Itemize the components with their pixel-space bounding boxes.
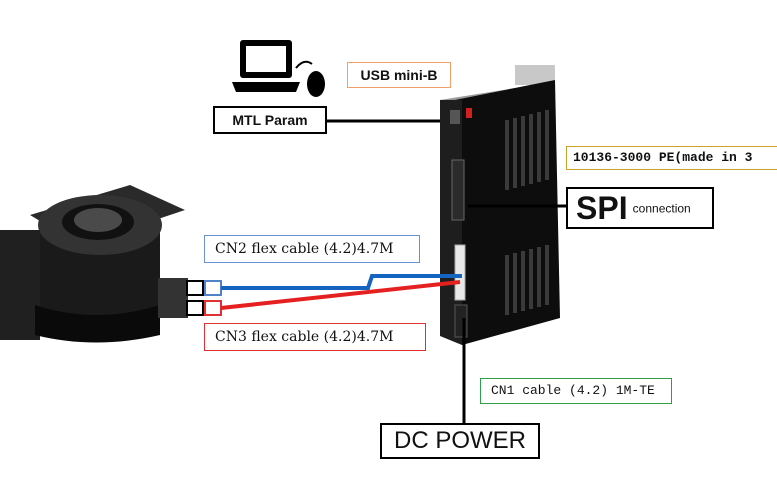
spi-label: SPI [576, 190, 628, 226]
cn3-wire [220, 280, 461, 310]
cn3-cable-label: CN3 flex cable (4.2)4.7M [204, 323, 426, 351]
pe-connector-label: 10136-3000 PE(made in 3 [566, 146, 777, 170]
dc-power-box: DC POWER [380, 423, 540, 459]
cn3-connector-black [186, 300, 204, 316]
cn1-cable-label: CN1 cable (4.2) 1M-TE [480, 378, 672, 404]
mtl-param-box: MTL Param [213, 106, 327, 134]
rotary-stage-motor [0, 185, 188, 343]
cn2-wire [221, 274, 462, 290]
cn2-connector-blue [204, 280, 222, 296]
cn3-connector-red [204, 300, 222, 316]
connection-label: connection [632, 201, 691, 216]
laptop-icon [232, 40, 300, 92]
mouse-icon [295, 60, 325, 97]
usb-mini-b-label: USB mini-B [347, 62, 451, 88]
spi-connection-box: SPI connection [566, 187, 714, 229]
cn2-connector-black [186, 280, 204, 296]
cn2-cable-label: CN2 flex cable (4.2)4.7M [204, 235, 420, 263]
